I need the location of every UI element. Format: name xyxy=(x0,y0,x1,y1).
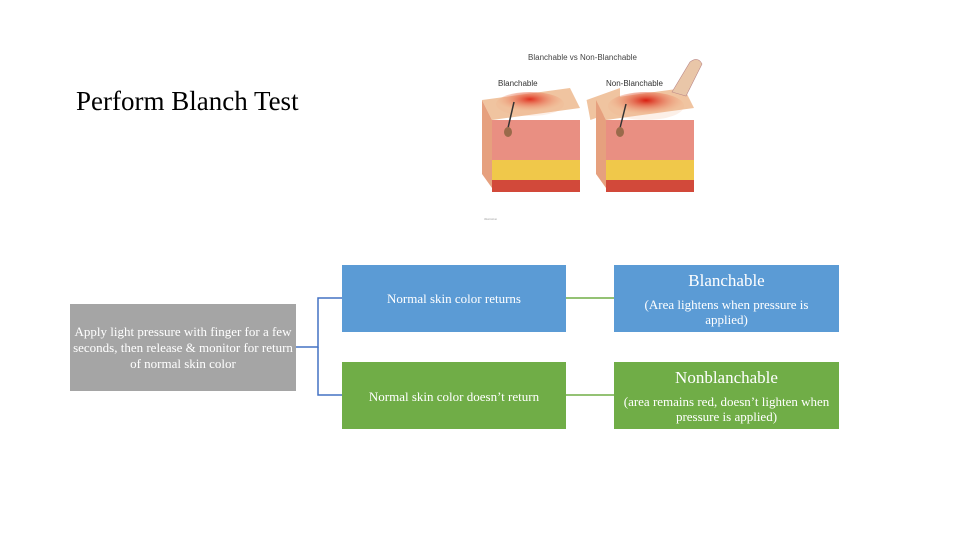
skin-cross-section-image-right xyxy=(596,59,703,192)
root-step-box: Apply light pressure with finger for a f… xyxy=(70,304,296,391)
outcome-detail-nonblanchable: (area remains red, doesn’t lighten when … xyxy=(623,393,830,424)
connector-root-to-bottom xyxy=(317,347,342,396)
condition-text-returns: Normal skin color returns xyxy=(387,291,521,306)
condition-box-returns: Normal skin color returns xyxy=(342,265,566,332)
page-title: Perform Blanch Test xyxy=(76,86,299,116)
illustration-label-blanchable: Blanchable xyxy=(498,79,538,88)
outcome-box-nonblanchable: Nonblanchable (area remains red, doesn’t… xyxy=(614,362,839,429)
connector-root-to-top xyxy=(296,297,342,348)
condition-box-not-returns: Normal skin color doesn’t return xyxy=(342,362,566,429)
illustration-heading: Blanchable vs Non-Blanchable xyxy=(528,53,637,62)
outcome-box-blanchable: Blanchable (Area lightens when pressure … xyxy=(614,265,839,332)
outcome-title-nonblanchable: Nonblanchable xyxy=(675,367,778,387)
condition-text-not-returns: Normal skin color doesn’t return xyxy=(368,389,540,404)
illustration-label-nonblanchable: Non-Blanchable xyxy=(606,79,663,88)
outcome-detail-blanchable: (Area lightens when pressure is applied) xyxy=(644,296,809,327)
root-step-text: Apply light pressure with finger for a f… xyxy=(73,323,293,371)
outcome-title-blanchable: Blanchable xyxy=(688,270,765,290)
svg-text:illustration: illustration xyxy=(484,217,497,221)
